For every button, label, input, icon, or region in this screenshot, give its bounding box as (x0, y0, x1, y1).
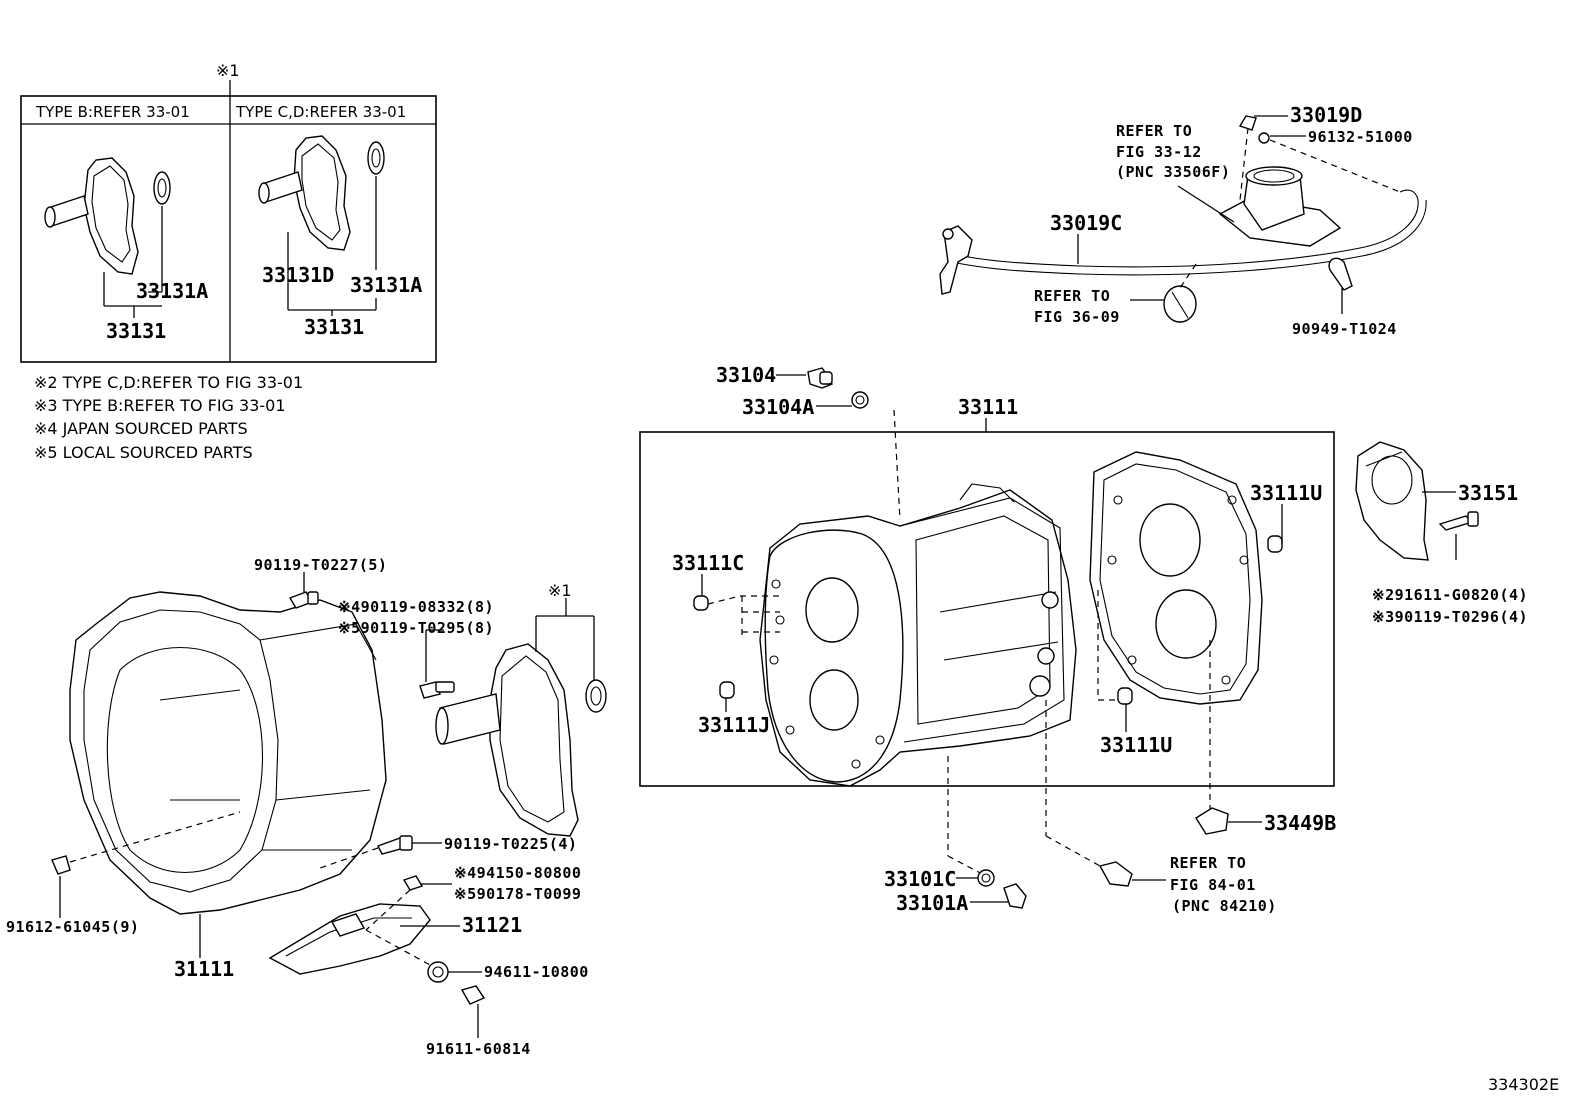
case-assembly (639, 418, 1335, 810)
label-33104: 33104 (716, 363, 776, 387)
label-31111: 31111 (174, 957, 234, 981)
label-33449B: 33449B (1264, 811, 1336, 835)
label-33131A-b: 33131A (136, 279, 208, 303)
label-90119-T0295: ※590119-T0295(8) (338, 619, 494, 637)
label-31121: 31121 (462, 913, 522, 937)
label-90119-T0227: 90119-T0227(5) (254, 556, 387, 574)
bearing-retainer-b-drawing (44, 157, 171, 318)
label-96132-51000: 96132-51000 (1308, 128, 1413, 146)
part-33449B (1195, 807, 1262, 835)
label-33101A: 33101A (896, 891, 968, 915)
label-90949-T1024: 90949-T1024 (1292, 320, 1397, 338)
label-90178-T0099: ※590178-T0099 (454, 885, 581, 903)
dowel-33111C (693, 595, 709, 611)
inset-frame (20, 95, 437, 363)
figure-id: 334302E (1488, 1075, 1559, 1094)
drain-plug-33104 (776, 367, 901, 521)
label-33101C: 33101C (884, 867, 956, 891)
label-33131A-cd: 33131A (350, 273, 422, 297)
label-33111: 33111 (958, 395, 1018, 419)
case-group-frame (639, 431, 1335, 787)
label-33151: 33151 (1458, 481, 1518, 505)
label-33111U-top: 33111U (1250, 481, 1322, 505)
undercover-31121 (268, 875, 486, 1038)
refer-36-09-line2: FIG 36-09 (1034, 308, 1120, 326)
refer-36-09-line1: REFER TO (1034, 287, 1110, 305)
type-b-header: TYPE B:REFER 33-01 (35, 103, 190, 121)
clutch-housing-31111 (51, 572, 442, 958)
label-33111J: 33111J (698, 713, 770, 737)
refer-33-12-line3: (PNC 33506F) (1116, 163, 1230, 181)
label-33131D: 33131D (262, 263, 334, 287)
note-3: ※3 TYPE B:REFER TO FIG 33-01 (34, 396, 286, 415)
note-5: ※5 LOCAL SOURCED PARTS (34, 443, 253, 462)
backup-lamp-switch (1045, 700, 1166, 887)
label-90119-08332: ※490119-08332(8) (338, 598, 494, 616)
type-cd-header: TYPE C,D:REFER 33-01 (235, 103, 406, 121)
pin-33111J (719, 681, 735, 699)
intermediate-plate-drawing (1089, 451, 1263, 705)
label-91612-61045: 91612-61045(9) (6, 918, 139, 936)
label-90119-T0225: 90119-T0225(4) (444, 835, 577, 853)
type-inset: ※1 TYPE B:REFER 33-01 TYPE C,D:REFER 33-… (20, 61, 437, 363)
breather-assembly (939, 115, 1427, 323)
dowel-33111U-bot (1117, 687, 1133, 705)
transmission-case-drawing (759, 483, 1077, 787)
extension-housing-33151 (1355, 441, 1479, 561)
label-94150-80800: ※494150-80800 (454, 864, 581, 882)
label-90119-T0296: ※390119-T0296(4) (1372, 608, 1528, 626)
marker-1-lower: ※1 (548, 581, 572, 600)
note-2: ※2 TYPE C,D:REFER TO FIG 33-01 (34, 373, 303, 392)
front-bearing-retainer (419, 598, 607, 837)
label-33111C: 33111C (672, 551, 744, 575)
bearing-retainer-cd-drawing (258, 135, 385, 316)
dowel-33111U-top (1267, 535, 1283, 553)
label-33131-cd: 33131 (304, 315, 364, 339)
label-94611-10800: 94611-10800 (484, 963, 589, 981)
refer-33-12-line2: FIG 33-12 (1116, 143, 1202, 161)
label-33111U-bot: 33111U (1100, 733, 1172, 757)
refer-84-01-line2: FIG 84-01 (1170, 876, 1256, 894)
note-4: ※4 JAPAN SOURCED PARTS (34, 419, 248, 438)
refer-33-12-line1: REFER TO (1116, 122, 1192, 140)
label-33019C: 33019C (1050, 211, 1122, 235)
refer-84-01-line3: (PNC 84210) (1172, 897, 1277, 915)
label-33131-b: 33131 (106, 319, 166, 343)
label-33019D: 33019D (1290, 103, 1362, 127)
drain-plug-33101 (947, 756, 1027, 909)
label-33104A: 33104A (742, 395, 814, 419)
label-91611-G0820: ※291611-G0820(4) (1372, 586, 1528, 604)
label-91611-60814: 91611-60814 (426, 1040, 531, 1058)
footnotes: ※2 TYPE C,D:REFER TO FIG 33-01 ※3 TYPE B… (34, 373, 303, 462)
inset-marker: ※1 (216, 61, 240, 80)
refer-84-01-line1: REFER TO (1170, 854, 1246, 872)
